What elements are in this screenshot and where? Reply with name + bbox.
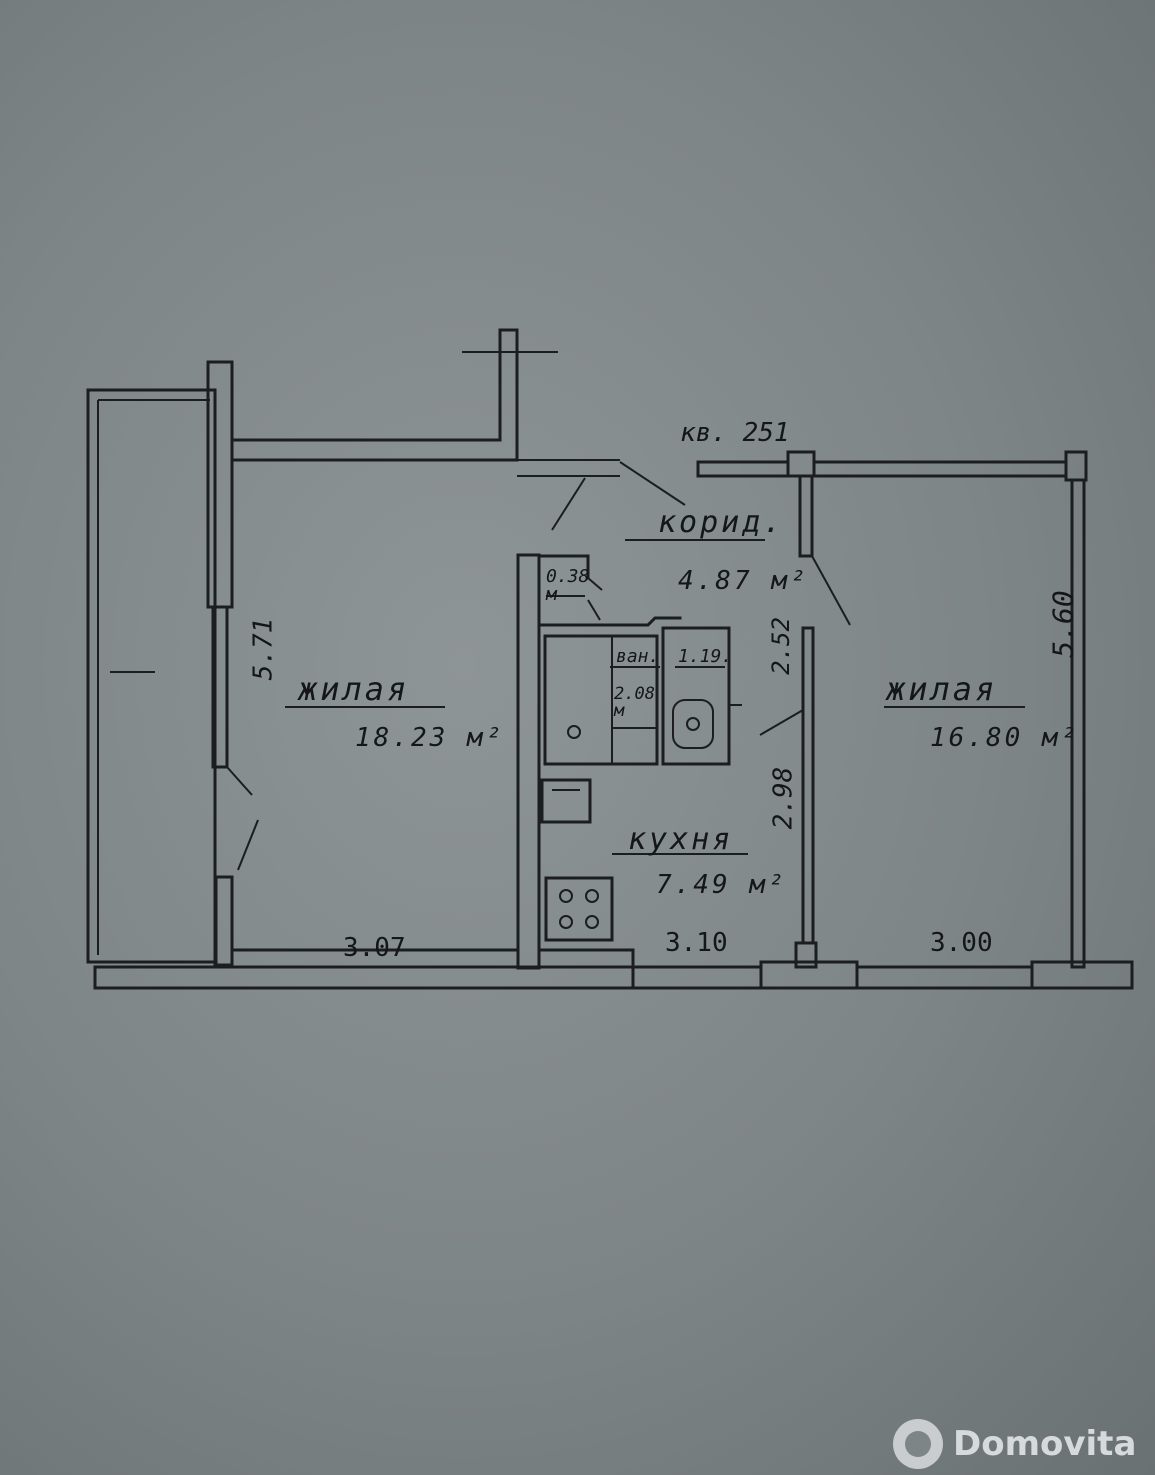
- right-height-dimension: 5.60: [1046, 590, 1080, 658]
- bottom-outer-wall: [93, 948, 1134, 990]
- right-room-top-wall: [696, 450, 1088, 482]
- left-width-dimension: 3.07: [343, 933, 406, 963]
- living-left-name: жилая: [298, 670, 410, 708]
- closet-area: 0.38 м: [546, 566, 590, 605]
- central-partition-wall: [516, 553, 541, 970]
- bath-name: ван.: [616, 646, 660, 667]
- bathroom-block: [537, 554, 742, 824]
- corridor-length-dimension: 2.52: [766, 617, 795, 675]
- corridor-area: 4.87 м²: [678, 566, 809, 596]
- kitchen-area: 7.49 м²: [656, 870, 787, 900]
- kitchen-name: кухня: [628, 822, 734, 857]
- living-right-name: жилая: [886, 670, 998, 708]
- corridor-name: корид.: [658, 505, 785, 540]
- left-room-top-wall: [230, 328, 686, 531]
- balcony: [86, 388, 217, 964]
- watermark-text: Domovita: [953, 1423, 1137, 1464]
- left-height-dimension: 5.71: [248, 617, 279, 681]
- living-right-area: 16.80 м²: [930, 723, 1080, 753]
- bath-area: 2.08 м: [614, 684, 655, 721]
- kitchen-width-dimension: 3.10: [665, 928, 728, 958]
- watermark: Domovita: [893, 1412, 1155, 1475]
- domovita-logo-icon: [893, 1418, 943, 1469]
- left-room-outer-wall: [206, 360, 259, 967]
- right-room-outer-wall: [1070, 478, 1086, 969]
- right-partition-wall: [759, 474, 851, 969]
- kitchen-length-dimension: 2.98: [768, 766, 799, 830]
- living-left-area: 18.23 м²: [355, 723, 505, 753]
- label-underlines: [285, 539, 1025, 855]
- right-width-dimension: 3.00: [930, 928, 993, 958]
- stove: [544, 876, 614, 942]
- toilet-area: 1.19.: [678, 646, 733, 667]
- apartment-label: кв. 251: [680, 418, 790, 448]
